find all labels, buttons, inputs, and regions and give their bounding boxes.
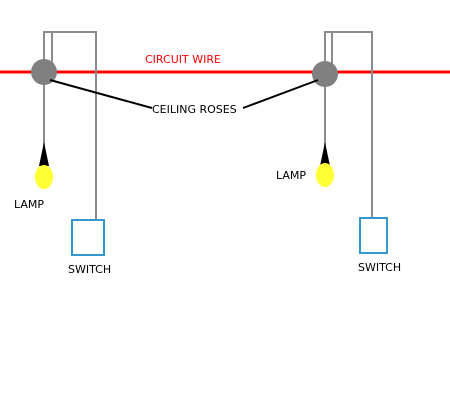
switch-left-label: SWITCH [68,263,111,276]
ceiling-roses-label: CEILING ROSES [152,103,237,116]
pointer-right [242,79,319,109]
ceiling-rose-left [31,59,57,85]
ceiling-rose-right [312,61,338,87]
left-wiring [43,31,97,220]
lamp-right-label: LAMP [276,169,306,182]
switch-right [359,217,388,254]
lamp-left-label: LAMP [14,198,44,211]
lamp-left [35,142,53,189]
pointer-left [49,79,153,109]
lamp-right [316,142,334,187]
switch-left [71,219,105,256]
circuit-wire-label: CIRCUIT WIRE [145,53,221,66]
right-wiring [324,31,373,218]
switch-right-label: SWITCH [358,261,401,274]
